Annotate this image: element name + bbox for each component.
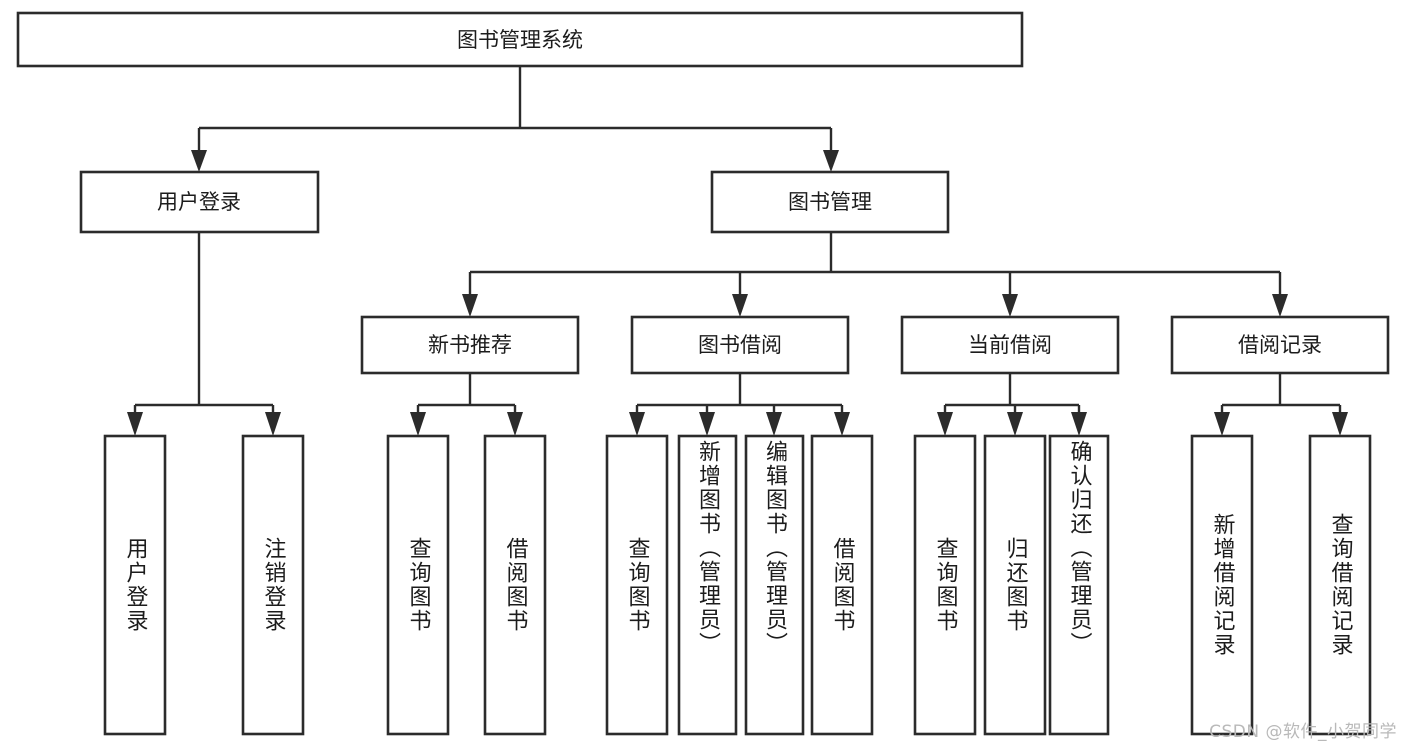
leaf-box-user-login-1[interactable] (241, 434, 305, 736)
leaf-box-book-borrow-3[interactable] (810, 434, 874, 736)
node-root-label: 图书管理系统 (457, 28, 583, 52)
connector-bookborrow-to-leaves (629, 373, 850, 436)
node-current-borrow-label: 当前借阅 (968, 333, 1052, 357)
node-new-book-recommend[interactable]: 新书推荐 (360, 315, 580, 375)
connector-borrowrecord-to-leaves (1214, 373, 1348, 436)
csdn-watermark: CSDN @软件_小贺同学 (1209, 722, 1397, 742)
node-user-login[interactable]: 用户登录 (79, 170, 320, 234)
leaf-box-book-borrow-1[interactable] (677, 434, 738, 736)
node-new-book-recommend-label: 新书推荐 (428, 333, 512, 357)
node-borrow-record[interactable]: 借阅记录 (1170, 315, 1390, 375)
node-book-borrow-label: 图书借阅 (698, 333, 782, 357)
connector-root-to-level2 (191, 66, 839, 172)
leaf-box-user-login-0[interactable] (103, 434, 167, 736)
leaf-box-borrow-record-0[interactable] (1190, 434, 1254, 736)
connector-userlogin-to-leaves (127, 232, 281, 436)
leaf-box-book-borrow-0[interactable] (605, 434, 669, 736)
node-current-borrow[interactable]: 当前借阅 (900, 315, 1120, 375)
node-user-login-label: 用户登录 (157, 190, 241, 214)
leaf-box-new-book-0[interactable] (386, 434, 450, 736)
node-book-borrow[interactable]: 图书借阅 (630, 315, 850, 375)
node-borrow-record-label: 借阅记录 (1238, 333, 1322, 357)
leaf-box-book-borrow-2[interactable] (744, 434, 805, 736)
leaf-box-current-borrow-0[interactable] (913, 434, 977, 736)
connector-currentborrow-to-leaves (937, 373, 1087, 436)
node-root[interactable]: 图书管理系统 (16, 11, 1024, 68)
leaf-box-new-book-1[interactable] (483, 434, 547, 736)
node-book-management[interactable]: 图书管理 (710, 170, 950, 234)
connector-newbook-to-leaves (410, 373, 523, 436)
connector-bookmgmt-to-level3 (462, 232, 1288, 317)
leaf-box-current-borrow-2[interactable] (1048, 434, 1110, 736)
leaf-box-borrow-record-1[interactable] (1308, 434, 1372, 736)
leaf-box-current-borrow-1[interactable] (983, 434, 1047, 736)
node-book-management-label: 图书管理 (788, 190, 872, 214)
